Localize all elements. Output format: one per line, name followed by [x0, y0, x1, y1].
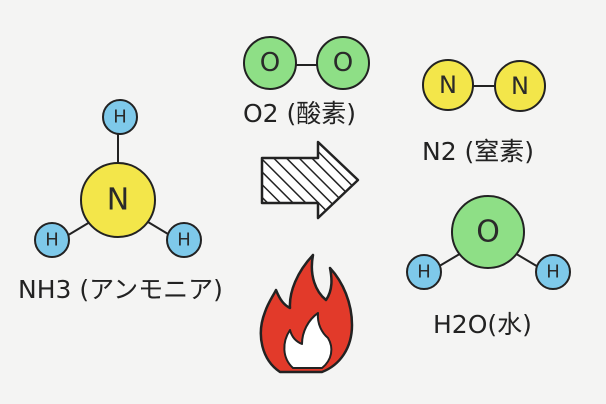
water-molecule: O H H H2O(水)	[406, 195, 571, 339]
hatched-right-arrow-icon	[260, 140, 360, 220]
hydrogen-atom: H	[535, 254, 571, 290]
atom-symbol: H	[417, 262, 431, 283]
nitrogen-molecule: N N N2 (窒素)	[422, 59, 546, 166]
oxygen-molecule: O O O2 (酸素)	[243, 36, 370, 128]
hydrogen-atom: H	[166, 222, 202, 258]
atom-symbol: O	[333, 48, 353, 78]
water-caption: H2O(水)	[433, 310, 532, 339]
oxygen-atom: O	[451, 195, 525, 269]
atom-symbol: O	[476, 215, 500, 250]
flame-icon	[259, 253, 354, 374]
hydrogen-atom: H	[34, 222, 70, 258]
atom-symbol: H	[546, 262, 560, 283]
ammonia-caption: NH3 (アンモニア)	[18, 275, 223, 304]
bond	[512, 251, 541, 269]
nitrogen-atom: N	[422, 59, 474, 111]
oxygen-caption: O2 (酸素)	[243, 99, 356, 128]
oxygen-atom: O	[316, 36, 370, 90]
nitrogen-atom: N	[80, 162, 156, 238]
oxygen-atom: O	[243, 36, 297, 90]
atom-symbol: O	[260, 48, 280, 78]
atom-symbol: H	[113, 107, 127, 128]
atom-symbol: N	[511, 72, 529, 100]
atom-symbol: N	[439, 71, 457, 99]
hydrogen-atom: H	[102, 99, 138, 135]
atom-symbol: H	[45, 230, 59, 251]
ammonia-molecule: N H H H NH3 (アンモニア)	[18, 99, 223, 304]
atom-symbol: H	[177, 230, 191, 251]
hydrogen-atom: H	[406, 254, 442, 290]
nitrogen-atom: N	[494, 60, 546, 112]
nitrogen-caption: N2 (窒素)	[422, 137, 534, 166]
atom-symbol: N	[107, 183, 129, 218]
